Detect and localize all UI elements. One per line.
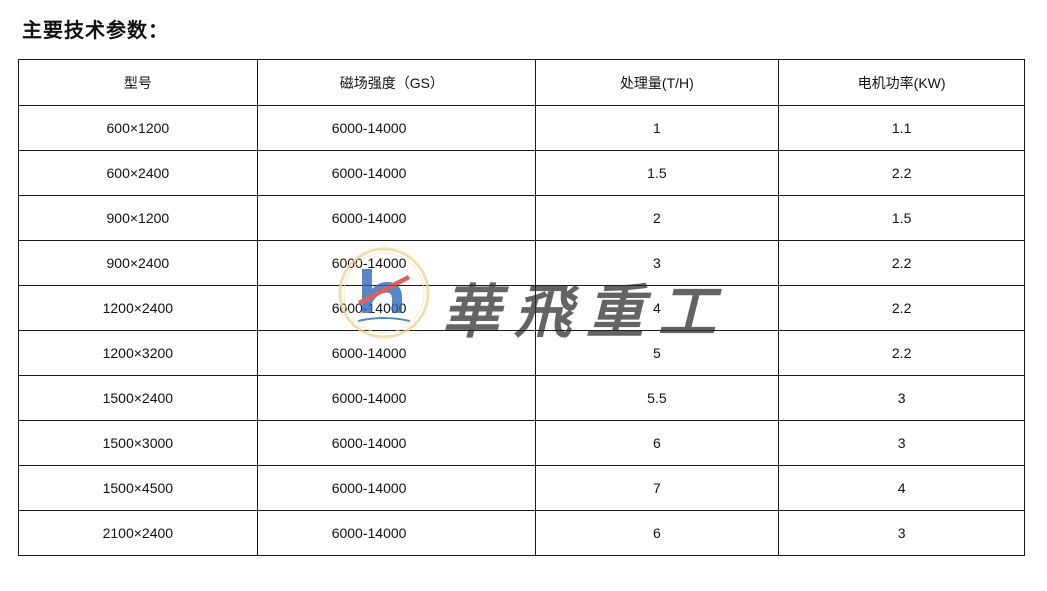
cell-motor-power: 3	[778, 375, 1025, 421]
cell-model: 1200×3200	[18, 330, 258, 376]
cell-field-strength: 6000-14000	[256, 195, 536, 241]
cell-capacity: 1	[534, 105, 780, 151]
cell-motor-power: 2.2	[778, 285, 1025, 331]
cell-capacity: 3	[534, 240, 780, 286]
cell-capacity: 6	[534, 420, 780, 466]
header-model: 型号	[18, 59, 258, 106]
cell-model: 900×2400	[18, 240, 258, 286]
cell-model: 1500×4500	[18, 465, 258, 511]
cell-capacity: 1.5	[534, 150, 780, 196]
cell-model: 1500×2400	[18, 375, 258, 421]
header-motor-power: 电机功率(KW)	[778, 59, 1025, 106]
table-header-row: 型号 磁场强度（GS） 处理量(T/H) 电机功率(KW)	[18, 59, 1025, 106]
cell-motor-power: 1.1	[778, 105, 1025, 151]
cell-model: 2100×2400	[18, 510, 258, 556]
cell-field-strength: 6000-14000	[256, 105, 536, 151]
header-field-strength: 磁场强度（GS）	[256, 59, 536, 106]
cell-field-strength: 6000-14000	[256, 465, 536, 511]
cell-model: 600×2400	[18, 150, 258, 196]
cell-motor-power: 2.2	[778, 330, 1025, 376]
cell-capacity: 6	[534, 510, 780, 556]
cell-motor-power: 1.5	[778, 195, 1025, 241]
cell-capacity: 2	[534, 195, 780, 241]
cell-capacity: 7	[534, 465, 780, 511]
cell-motor-power: 4	[778, 465, 1025, 511]
cell-motor-power: 2.2	[778, 150, 1025, 196]
cell-model: 1500×3000	[18, 420, 258, 466]
cell-model: 900×1200	[18, 195, 258, 241]
cell-field-strength: 6000-14000	[256, 330, 536, 376]
page-heading: 主要技术参数：	[22, 18, 169, 42]
cell-field-strength: 6000-14000	[256, 420, 536, 466]
header-capacity: 处理量(T/H)	[534, 59, 780, 106]
cell-motor-power: 3	[778, 510, 1025, 556]
cell-field-strength: 6000-14000	[256, 285, 536, 331]
cell-field-strength: 6000-14000	[256, 510, 536, 556]
cell-capacity: 5.5	[534, 375, 780, 421]
cell-model: 1200×2400	[18, 285, 258, 331]
cell-motor-power: 2.2	[778, 240, 1025, 286]
cell-field-strength: 6000-14000	[256, 375, 536, 421]
cell-field-strength: 6000-14000	[256, 150, 536, 196]
cell-motor-power: 3	[778, 420, 1025, 466]
cell-capacity: 4	[534, 285, 780, 331]
cell-field-strength: 6000-14000	[256, 240, 536, 286]
cell-model: 600×1200	[18, 105, 258, 151]
cell-capacity: 5	[534, 330, 780, 376]
